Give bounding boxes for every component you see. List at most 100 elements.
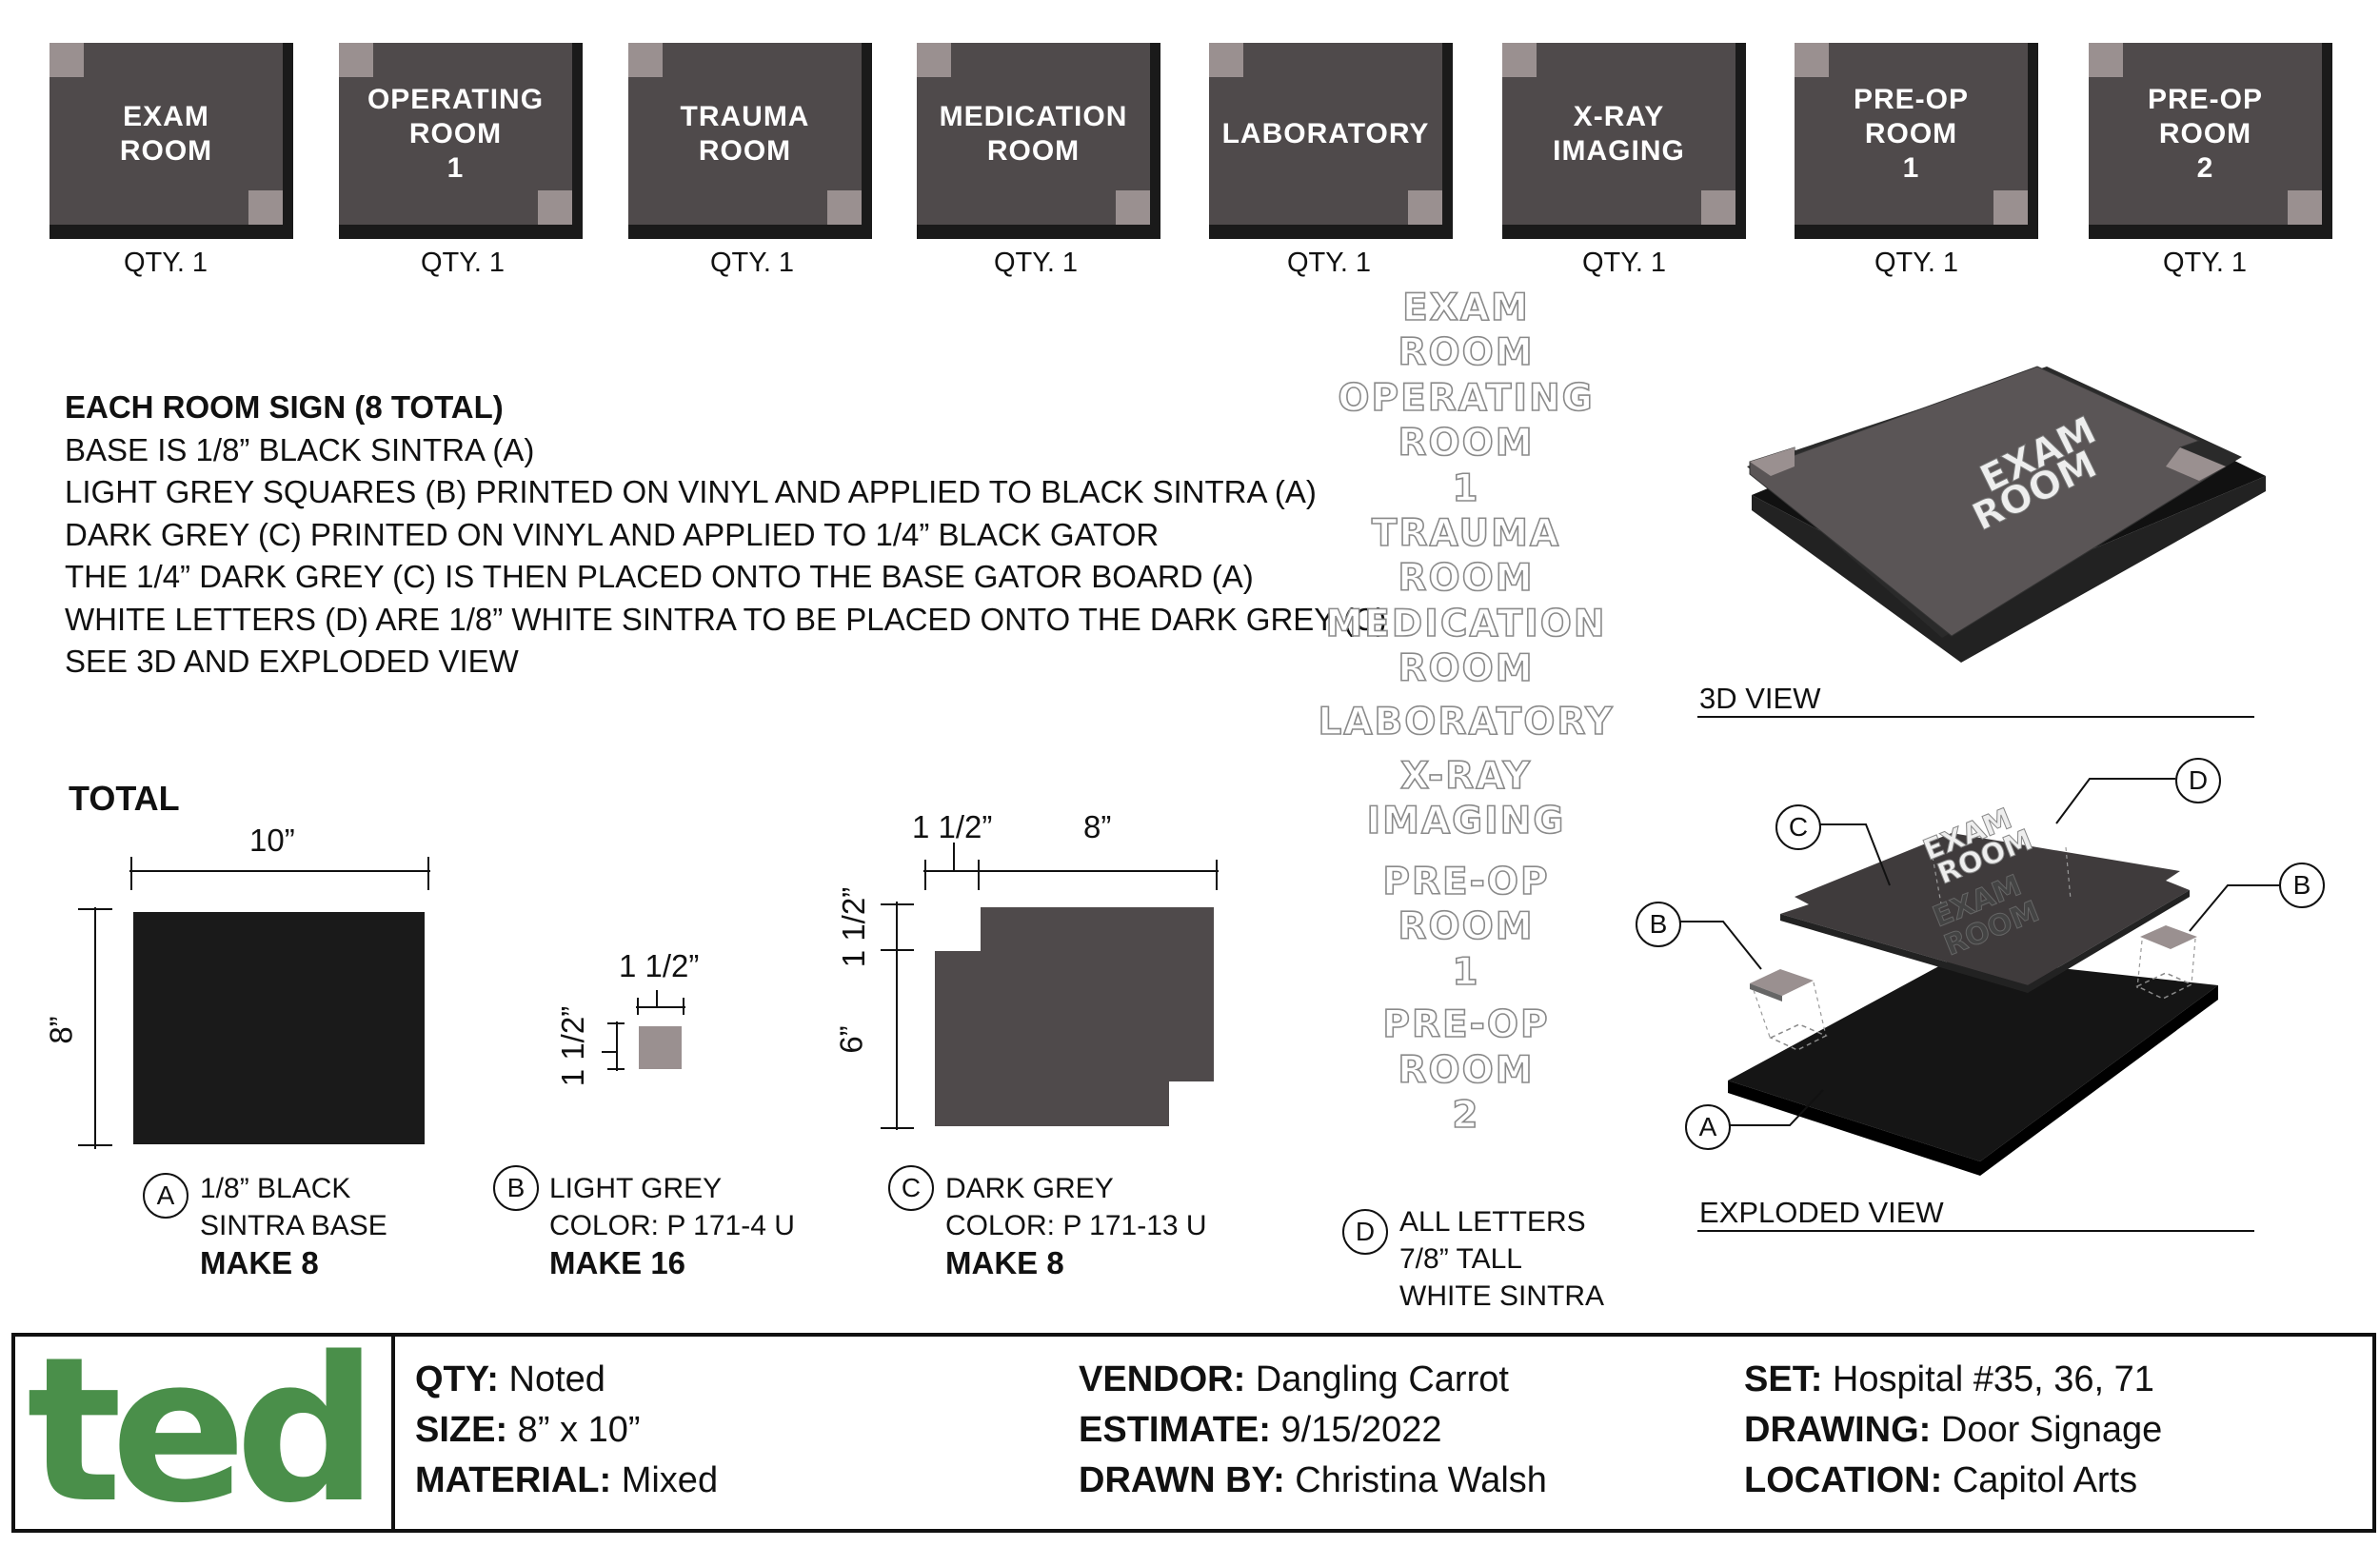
sign-thumbnail: EXAM ROOM: [50, 43, 293, 239]
letter-outline: 1: [1452, 950, 1480, 995]
light-grey-square: [1701, 190, 1735, 225]
part-d-line2: 7/8” TALL: [1399, 1243, 1522, 1275]
part-b-make: MAKE 16: [549, 1245, 686, 1280]
material-value: Mixed: [611, 1460, 719, 1500]
title-col-1: QTY: Noted SIZE: 8” x 10” MATERIAL: Mixe…: [415, 1355, 718, 1506]
drawn-by-key: DRAWN BY:: [1079, 1460, 1285, 1500]
light-grey-square: [1502, 43, 1537, 77]
light-grey-square: [2288, 190, 2322, 225]
letter-outline: ROOM: [1398, 557, 1535, 602]
title-col-2: VENDOR: Dangling Carrot ESTIMATE: 9/15/2…: [1079, 1355, 1547, 1506]
sign-label: MEDICATION ROOM: [939, 100, 1128, 167]
part-b-line2: COLOR: P 171-4 U: [549, 1210, 795, 1241]
part-d-line3: WHITE SINTRA: [1399, 1280, 1604, 1312]
light-grey-square: [1116, 190, 1150, 225]
dim-c-width1: 1 1/2”: [912, 809, 993, 844]
light-grey-square: [248, 190, 283, 225]
sign-face: [628, 43, 862, 225]
sign-qty: QTY. 1: [709, 248, 795, 278]
title-block: [11, 1333, 2376, 1533]
sign-face: [339, 43, 572, 225]
letter-outline: PRE-OP: [1382, 1002, 1550, 1047]
sign-thumbnail: LABORATORY: [1209, 43, 1453, 239]
letter-outline: OPERATING: [1338, 376, 1595, 421]
letter-outline: 1: [1452, 466, 1480, 511]
total-label: TOTAL: [69, 779, 180, 818]
light-grey-square: [1408, 190, 1442, 225]
letter-outline: LABORATORY: [1318, 700, 1615, 744]
sign-face: [50, 43, 283, 225]
exploded-callout-d: D: [2175, 758, 2221, 803]
notes-line: WHITE LETTERS (D) ARE 1/8” WHITE SINTRA …: [65, 601, 1387, 637]
part-c-shape: [935, 907, 1214, 1126]
dim-c-width2: 8”: [1083, 809, 1112, 844]
light-grey-square: [917, 43, 951, 77]
light-grey-square: [2089, 43, 2123, 77]
letter-outline: EXAM: [1401, 286, 1530, 330]
exploded-callout-a: A: [1685, 1104, 1731, 1150]
qty-key: QTY:: [415, 1359, 499, 1399]
light-grey-square: [50, 43, 84, 77]
sign-qty: QTY. 1: [2162, 248, 2248, 278]
title-col-3: SET: Hospital #35, 36, 71 DRAWING: Door …: [1744, 1355, 2162, 1506]
sign-face: [1502, 43, 1735, 225]
sign-qty: QTY. 1: [1286, 248, 1372, 278]
exploded-callout-b-right: B: [2279, 863, 2325, 908]
sign-face: [1795, 43, 2028, 225]
part-d-line1: ALL LETTERS: [1399, 1206, 1586, 1238]
sign-3d-view: [1747, 366, 2266, 663]
exploded-callout-c: C: [1775, 804, 1821, 850]
view3d-label: 3D VIEW: [1699, 682, 1821, 715]
callout-circle-b: B: [493, 1165, 539, 1211]
part-c-line1: DARK GREY: [945, 1173, 1114, 1204]
dim-c-height2: 6”: [833, 1025, 869, 1054]
part-a-shape: [133, 912, 425, 1144]
dim-c-height1: 1 1/2”: [836, 886, 872, 968]
letter-outline: ROOM: [1398, 331, 1535, 376]
sign-label: EXAM ROOM: [119, 100, 213, 167]
dim-b-height: 1 1/2”: [555, 1005, 591, 1087]
letter-outline: TRAUMA: [1371, 511, 1561, 556]
vendor-value: Dangling Carrot: [1245, 1359, 1509, 1399]
part-b-label: LIGHT GREY COLOR: P 171-4 U MAKE 16: [549, 1170, 795, 1281]
title-block-divider: [391, 1337, 395, 1529]
size-value: 8” x 10”: [507, 1410, 641, 1450]
part-a-label: 1/8” BLACK SINTRA BASE MAKE 8: [200, 1170, 387, 1281]
dim-a-width: 10”: [249, 823, 295, 858]
location-value: Capitol Arts: [1942, 1460, 2138, 1500]
exploded-view-label: EXPLODED VIEW: [1699, 1196, 1944, 1229]
drawn-by-value: Christina Walsh: [1284, 1460, 1547, 1500]
light-grey-square: [1993, 190, 2028, 225]
notes-line: DARK GREY (C) PRINTED ON VINYL AND APPLI…: [65, 516, 1160, 552]
letter-outline: ROOM: [1398, 1048, 1535, 1093]
exploded-view-underline: [1697, 1230, 2254, 1232]
set-key: SET:: [1744, 1359, 1823, 1399]
sign-qty: QTY. 1: [123, 248, 208, 278]
callout-circle-d: D: [1342, 1209, 1388, 1255]
notes-heading: EACH ROOM SIGN (8 TOTAL): [65, 389, 504, 425]
callout-circle-a: A: [143, 1173, 188, 1219]
notes-line: SEE 3D AND EXPLODED VIEW: [65, 644, 519, 679]
part-a-line2: SINTRA BASE: [200, 1210, 387, 1241]
sign-label: LABORATORY: [1221, 117, 1430, 149]
sign-label: TRAUMA ROOM: [680, 100, 810, 167]
notes-line: LIGHT GREY SQUARES (B) PRINTED ON VINYL …: [65, 474, 1317, 509]
dim-b-width: 1 1/2”: [619, 948, 700, 983]
notes-line: THE 1/4” DARK GREY (C) IS THEN PLACED ON…: [65, 559, 1254, 594]
fabrication-notes: EACH ROOM SIGN (8 TOTAL) BASE IS 1/8” BL…: [65, 387, 1387, 684]
part-c-make: MAKE 8: [945, 1245, 1064, 1280]
letter-outline: MEDICATION: [1325, 602, 1607, 646]
sign-thumbnail: MEDICATION ROOM: [917, 43, 1160, 239]
sign-label: X-RAY IMAGING: [1553, 100, 1685, 167]
estimate-value: 9/15/2022: [1270, 1410, 1442, 1450]
sign-qty: QTY. 1: [1874, 248, 1959, 278]
sign-face: [917, 43, 1150, 225]
sign-thumbnail: X-RAY IMAGING: [1502, 43, 1746, 239]
sign-label: PRE-OP ROOM 1: [1853, 83, 1970, 184]
light-grey-square: [1209, 43, 1243, 77]
sign-qty: QTY. 1: [993, 248, 1079, 278]
light-grey-square: [339, 43, 373, 77]
ted-logo: ted: [27, 1314, 378, 1547]
part-c-label: DARK GREY COLOR: P 171-13 U MAKE 8: [945, 1170, 1207, 1281]
letter-outline: ROOM: [1398, 421, 1535, 466]
